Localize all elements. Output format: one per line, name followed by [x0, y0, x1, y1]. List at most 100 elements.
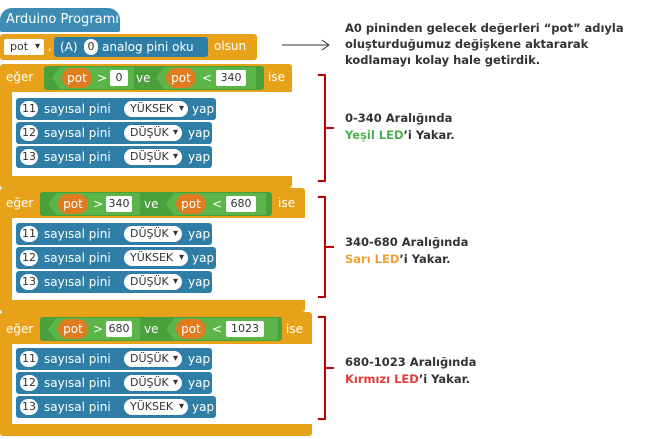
write-action: yap: [188, 352, 211, 366]
level-dropdown[interactable]: DÜŞÜK: [124, 274, 182, 290]
level-dropdown[interactable]: DÜŞÜK: [124, 125, 182, 141]
then-label: ise: [286, 322, 303, 336]
and-label: ve: [144, 322, 159, 336]
range-bracket-1: [318, 74, 326, 182]
op-lt: <: [212, 322, 223, 336]
pin-input[interactable]: 12: [20, 125, 38, 141]
pot-variable[interactable]: pot: [166, 68, 196, 88]
led-color-word: Sarı LED: [345, 252, 400, 266]
value-input[interactable]: 340: [216, 70, 246, 86]
pin-input[interactable]: 12: [20, 375, 38, 391]
pot-variable[interactable]: pot: [58, 194, 88, 214]
if-block-3[interactable]: eğer pot > 680 ve pot < 1023 ise 11 sayı…: [0, 312, 312, 436]
assign-block[interactable]: pot , (A) 0 analog pini oku olsun: [0, 34, 257, 60]
intro-annotation: A0 pininden gelecek değerleri “pot” adıy…: [345, 21, 624, 67]
range-annotation-2: 340-680 Aralığında Sarı LED’i Yakar.: [345, 235, 469, 266]
value-input[interactable]: 680: [226, 196, 256, 212]
level-dropdown[interactable]: DÜŞÜK: [124, 226, 182, 242]
write-text: sayısal pini: [44, 227, 111, 241]
level-dropdown[interactable]: DÜŞÜK: [124, 351, 182, 367]
op-gt: >: [93, 197, 104, 211]
write-action: yap: [192, 400, 215, 414]
pin-input[interactable]: 11: [20, 101, 38, 117]
compare-lt-1[interactable]: pot < 340: [156, 67, 256, 89]
level-dropdown[interactable]: DÜŞÜK: [124, 375, 182, 391]
analog-read-block[interactable]: (A) 0 analog pini oku: [54, 37, 208, 57]
range-annotation-1: 0-340 Aralığında Yeşil LED’i Yakar.: [345, 111, 455, 142]
if-label: eğer: [6, 196, 34, 210]
if-block-2[interactable]: eğer pot > 340 ve pot < 680 ise 11 sayıs…: [0, 188, 305, 312]
led-color-word: Kırmızı LED: [345, 372, 419, 386]
bracket-tip: [326, 367, 334, 369]
program-hat-block[interactable]: Arduino Programı: [0, 8, 120, 32]
assign-suffix: olsun: [214, 39, 247, 53]
level-dropdown[interactable]: YÜKSEK: [124, 399, 188, 415]
and-label: ve: [136, 71, 151, 85]
value-input[interactable]: 340: [106, 196, 132, 212]
write-action: yap: [188, 275, 211, 289]
if-label: eğer: [6, 70, 34, 84]
assign-comma: ,: [48, 39, 52, 53]
compare-gt-2[interactable]: pot > 340: [48, 193, 140, 215]
digital-write-block[interactable]: 13 sayısal pini DÜŞÜK yap: [16, 271, 212, 293]
op-gt: >: [97, 71, 108, 85]
op-gt: >: [93, 322, 104, 336]
op-lt: <: [212, 197, 223, 211]
program-title: Arduino Programı: [6, 12, 119, 27]
pot-variable[interactable]: pot: [176, 194, 206, 214]
range-bracket-3: [318, 316, 326, 420]
pin-input[interactable]: 11: [20, 226, 38, 242]
analog-prefix: (A): [60, 40, 78, 54]
condition-and-3[interactable]: pot > 680 ve pot < 1023: [40, 317, 282, 341]
write-action: yap: [192, 102, 215, 116]
value-input[interactable]: 680: [106, 321, 132, 337]
compare-gt-3[interactable]: pot > 680: [48, 318, 140, 340]
led-color-word: Yeşil LED: [345, 128, 404, 142]
analog-pin-input[interactable]: 0: [84, 39, 98, 55]
pot-variable[interactable]: pot: [62, 68, 92, 88]
pot-variable[interactable]: pot: [58, 319, 88, 339]
compare-gt-1[interactable]: pot > 0: [52, 67, 134, 89]
then-label: ise: [268, 70, 285, 84]
compare-lt-2[interactable]: pot < 680: [166, 193, 266, 215]
value-input[interactable]: 1023: [226, 321, 264, 337]
write-text: sayısal pini: [44, 275, 111, 289]
write-action: yap: [188, 376, 211, 390]
range-annotation-3: 680-1023 Aralığında Kırmızı LED’i Yakar.: [345, 355, 477, 386]
compare-lt-3[interactable]: pot < 1023: [166, 318, 278, 340]
pin-input[interactable]: 13: [20, 274, 38, 290]
pin-input[interactable]: 13: [20, 399, 38, 415]
level-dropdown[interactable]: YÜKSEK: [124, 101, 188, 117]
pin-input[interactable]: 11: [20, 351, 38, 367]
digital-write-block[interactable]: 12 sayısal pini DÜŞÜK yap: [16, 372, 212, 394]
pin-input[interactable]: 13: [20, 149, 38, 165]
condition-and-2[interactable]: pot > 340 ve pot < 680: [40, 192, 272, 216]
write-action: yap: [188, 227, 211, 241]
write-action: yap: [192, 251, 215, 265]
write-text: sayısal pini: [44, 102, 111, 116]
write-action: yap: [188, 126, 211, 140]
range-bracket-2: [318, 196, 326, 298]
digital-write-block[interactable]: 11 sayısal pini DÜŞÜK yap: [16, 348, 212, 370]
digital-write-block[interactable]: 13 sayısal pini YÜKSEK yap: [16, 396, 216, 418]
pot-variable[interactable]: pot: [176, 319, 206, 339]
then-label: ise: [278, 196, 295, 210]
digital-write-block[interactable]: 12 sayısal pini YÜKSEK yap: [16, 247, 216, 269]
value-input[interactable]: 0: [110, 70, 128, 86]
pin-input[interactable]: 12: [20, 250, 38, 266]
write-text: sayısal pini: [44, 352, 111, 366]
digital-write-block[interactable]: 12 sayısal pini DÜŞÜK yap: [16, 122, 212, 144]
if-block-1[interactable]: eğer pot > 0 ve pot < 340 ise 11 sayısal…: [0, 64, 292, 188]
condition-and-1[interactable]: pot > 0 ve pot < 340: [44, 66, 264, 90]
variable-dropdown[interactable]: pot: [4, 39, 44, 55]
digital-write-block[interactable]: 11 sayısal pini DÜŞÜK yap: [16, 223, 212, 245]
and-label: ve: [144, 197, 159, 211]
op-lt: <: [202, 71, 213, 85]
write-text: sayısal pini: [44, 126, 111, 140]
level-dropdown[interactable]: DÜŞÜK: [124, 149, 182, 165]
digital-write-block[interactable]: 13 sayısal pini DÜŞÜK yap: [16, 146, 212, 168]
if-label: eğer: [6, 322, 34, 336]
write-action: yap: [188, 150, 211, 164]
digital-write-block[interactable]: 11 sayısal pini YÜKSEK yap: [16, 98, 216, 120]
level-dropdown[interactable]: YÜKSEK: [124, 250, 188, 266]
